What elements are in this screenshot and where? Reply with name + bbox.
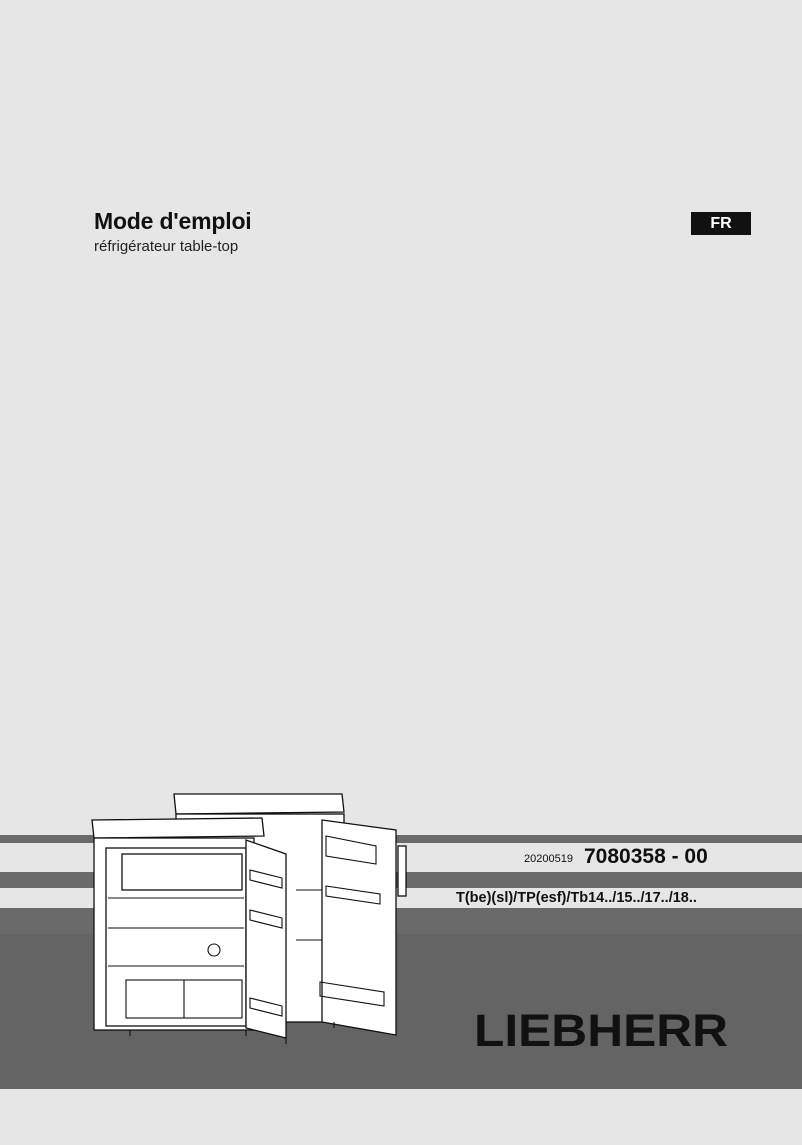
liebherr-logo: LIEBHERR: [474, 1010, 728, 1050]
decor-stripe-1: [0, 835, 802, 843]
open-fridge-illustration: [91, 793, 407, 1044]
date-code: 20200519: [524, 853, 573, 865]
model-list: T(be)(sl)/TP(esf)/Tb14../15../17../18..: [456, 890, 697, 906]
document-title: Mode d'emploi: [94, 208, 252, 234]
document-subtitle: réfrigérateur table-top: [94, 238, 239, 255]
document-number: 7080358 - 00: [584, 845, 708, 868]
language-badge: FR: [691, 212, 751, 235]
svg-text:LIEBHERR: LIEBHERR: [474, 1010, 728, 1050]
